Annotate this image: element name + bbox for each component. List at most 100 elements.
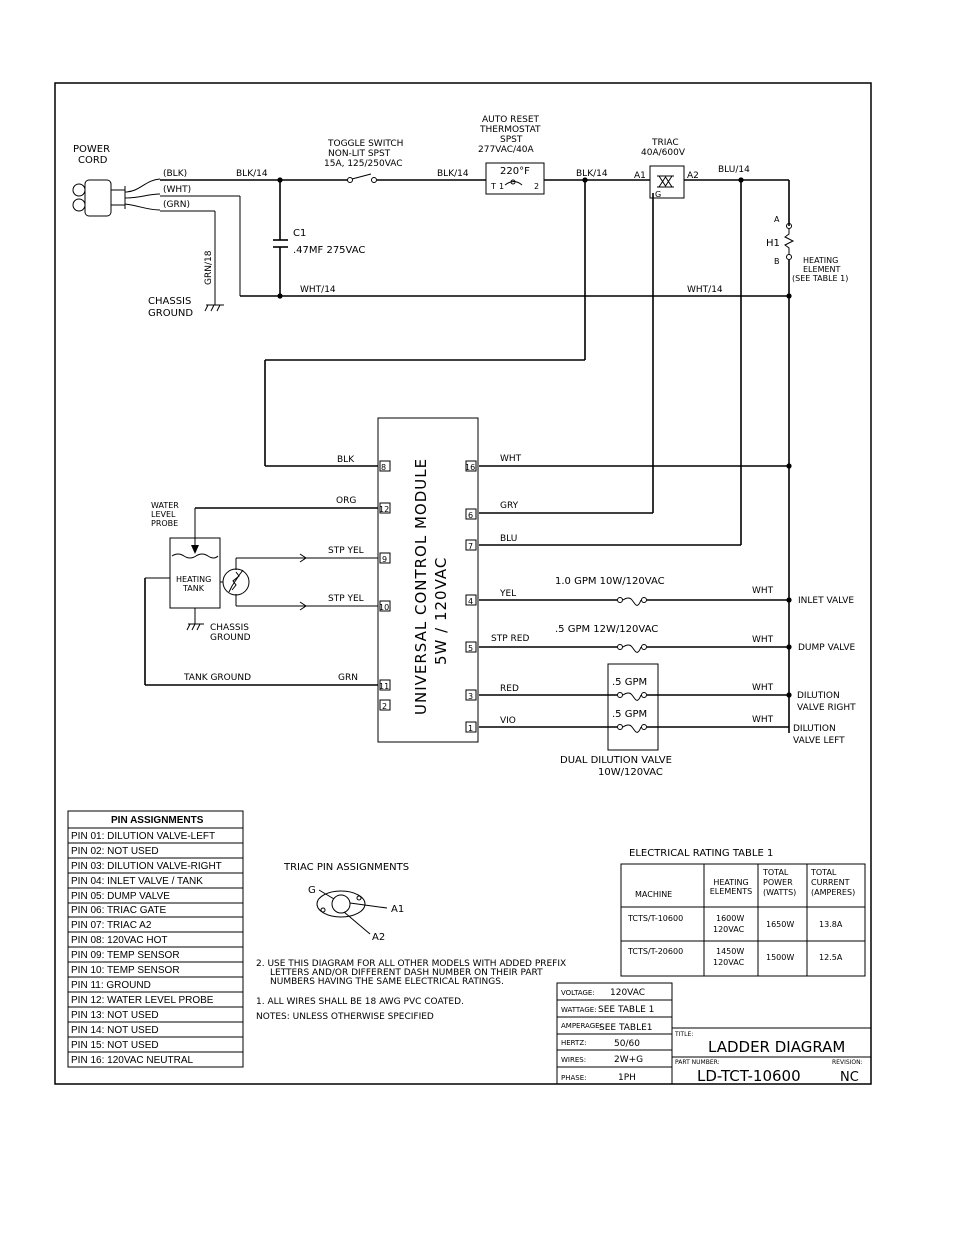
module-left-pins <box>379 460 391 711</box>
tb-phase-value: 1PH <box>618 1073 636 1083</box>
thermostat-temp: 220°F <box>500 166 530 177</box>
rating-row-machine: TCTS/T-10600 <box>627 914 683 923</box>
wire-label-grn18: GRN/18 <box>204 250 214 285</box>
dump-valve-rating: .5 GPM 12W/120VAC <box>555 624 658 635</box>
inlet-valve-rating: 1.0 GPM 10W/120VAC <box>555 576 665 587</box>
note-1: 1. ALL WIRES SHALL BE 18 AWG PVC COATED. <box>256 997 464 1007</box>
toggle-switch-label-3: 15A, 125/250VAC <box>324 159 403 169</box>
tank-chassis-ground-label-1: CHASSIS <box>210 623 249 633</box>
pin-row: PIN 05: DUMP VALVE <box>71 891 170 902</box>
heater-b-label: B <box>774 257 780 266</box>
capacitor-name: C1 <box>293 228 306 239</box>
dilution-gpm-a: .5 GPM <box>612 677 647 688</box>
dual-dilution-label-2: 10W/120VAC <box>598 767 663 778</box>
rating-header-power: TOTAL POWER (WATTS) <box>763 868 797 897</box>
note-2-line-2: LETTERS AND/OR DIFFERENT DASH NUMBER ON … <box>270 968 543 978</box>
pin-16: 16 <box>465 463 475 472</box>
dilution-left-label-1: DILUTION <box>793 724 836 734</box>
dilution-right-wht: WHT <box>752 683 774 693</box>
pin-row: PIN 07: TRIAC A2 <box>71 920 152 931</box>
pin-assignments-table <box>67 810 244 1068</box>
wire-label-red: RED <box>500 684 519 694</box>
thermostat-pin1: 1 <box>499 182 504 191</box>
pin-row: PIN 16: 120VAC NEUTRAL <box>71 1055 194 1066</box>
dump-valve-coil <box>622 644 642 653</box>
triac-a1-label: A1 <box>634 171 646 181</box>
rating-row-elements-1: 1450W <box>716 947 744 956</box>
dump-valve-label: DUMP VALVE <box>798 643 855 653</box>
tb-wattage-key: WATTAGE: <box>561 1006 597 1014</box>
inlet-valve-label: INLET VALVE <box>798 596 854 606</box>
pin-row: PIN 13: NOT USED <box>71 1010 159 1021</box>
dilution-right-label-2: VALVE RIGHT <box>797 703 856 713</box>
tb-hertz-value: 50/60 <box>614 1039 640 1049</box>
wire-label-blk14-c: BLK/14 <box>576 169 608 179</box>
tb-voltage-value: 120VAC <box>610 988 645 998</box>
wire-label-blk: (BLK) <box>163 169 187 179</box>
triac-symbol <box>649 165 685 199</box>
note-2-line-1: 2. USE THIS DIAGRAM FOR ALL OTHER MODELS… <box>256 959 566 969</box>
triac-pin-g: G <box>308 885 316 896</box>
pin-7: 7 <box>468 542 473 551</box>
tb-rev-key: REVISION: <box>832 1059 863 1066</box>
wire-label-grn-left: GRN <box>338 673 358 683</box>
tb-wires-value: 2W+G <box>614 1055 643 1065</box>
tb-amperage-key: AMPERAGE: <box>561 1022 602 1030</box>
dilution-left-wht: WHT <box>752 715 774 725</box>
pin-9: 9 <box>382 555 387 564</box>
pin-row: PIN 04: INLET VALVE / TANK <box>71 876 203 887</box>
pin-11: 11 <box>379 682 389 691</box>
power-cord-title: POWER <box>73 144 110 155</box>
title-block-grid <box>556 982 871 1085</box>
dilution-left-label-2: VALVE LEFT <box>793 736 845 746</box>
wire-label-stp-red: STP RED <box>491 634 529 644</box>
pin-2: 2 <box>382 702 387 711</box>
rating-table-title: ELECTRICAL RATING TABLE 1 <box>629 848 773 859</box>
pin-row: PIN 11: GROUND <box>71 980 151 991</box>
chassis-ground-symbol <box>204 304 224 312</box>
inlet-valve-coil <box>622 597 642 606</box>
probe-label-3: PROBE <box>151 519 178 528</box>
tb-title-key: TITLE: <box>674 1031 693 1038</box>
tb-voltage-key: VOLTAGE: <box>561 989 595 997</box>
rating-header-power-box: TOTAL POWER (WATTS) <box>763 868 797 897</box>
pin-1: 1 <box>468 724 473 733</box>
pin-row: PIN 15: NOT USED <box>71 1040 159 1051</box>
tank-chassis-ground-symbol <box>186 623 204 631</box>
tb-hertz-key: HERTZ: <box>561 1039 586 1047</box>
rating-row-power: 1500W <box>766 953 794 962</box>
capacitor-value: .47MF 275VAC <box>293 245 365 256</box>
wire-label-stp-yel-2: STP YEL <box>328 594 364 604</box>
rating-header-elements-box: HEATING ELEMENTS <box>710 878 752 896</box>
toggle-switch-label-1: TOGGLE SWITCH <box>327 139 403 149</box>
pin-row: PIN 08: 120VAC HOT <box>71 935 168 946</box>
heater-name: H1 <box>766 238 780 249</box>
tb-rev-value: NC <box>840 1070 859 1085</box>
inlet-valve-wht: WHT <box>752 586 774 596</box>
dilution-right-label-1: DILUTION <box>797 691 840 701</box>
rating-row-power: 1650W <box>766 920 794 929</box>
heater-label-1: HEATING <box>803 256 838 265</box>
triac-pin-a1: A1 <box>391 904 404 915</box>
pin-row: PIN 12: WATER LEVEL PROBE <box>71 995 214 1006</box>
pin-4: 4 <box>468 597 473 606</box>
tb-phase-key: PHASE: <box>561 1074 587 1082</box>
wire-label-tank-ground: TANK GROUND <box>183 673 251 683</box>
notes-header: NOTES: UNLESS OTHERWISE SPECIFIED <box>256 1012 434 1022</box>
module-title: UNIVERSAL CONTROL MODULE <box>412 458 430 715</box>
pin-row: PIN 03: DILUTION VALVE-RIGHT <box>71 861 222 872</box>
triac-pin-a2: A2 <box>372 932 385 943</box>
tb-part-value: LD-TCT-10600 <box>697 1067 801 1085</box>
pin-10: 10 <box>379 603 389 612</box>
thermostat-t-label: T <box>490 182 496 191</box>
thermostat-label-3: SPST <box>500 135 523 145</box>
pin-table-title: PIN ASSIGNMENTS <box>111 815 204 826</box>
power-cord-title-2: CORD <box>78 155 108 166</box>
tb-wattage-value: SEE TABLE 1 <box>598 1005 654 1015</box>
pin-row: PIN 01: DILUTION VALVE-LEFT <box>71 831 215 842</box>
rating-header-current-box: TOTAL CURRENT (AMPERES) <box>811 868 855 897</box>
triac-pin-title: TRIAC PIN ASSIGNMENTS <box>283 862 409 873</box>
wire-label-wht14-b: WHT/14 <box>687 285 723 295</box>
rating-row-elements-2: 120VAC <box>713 958 745 967</box>
